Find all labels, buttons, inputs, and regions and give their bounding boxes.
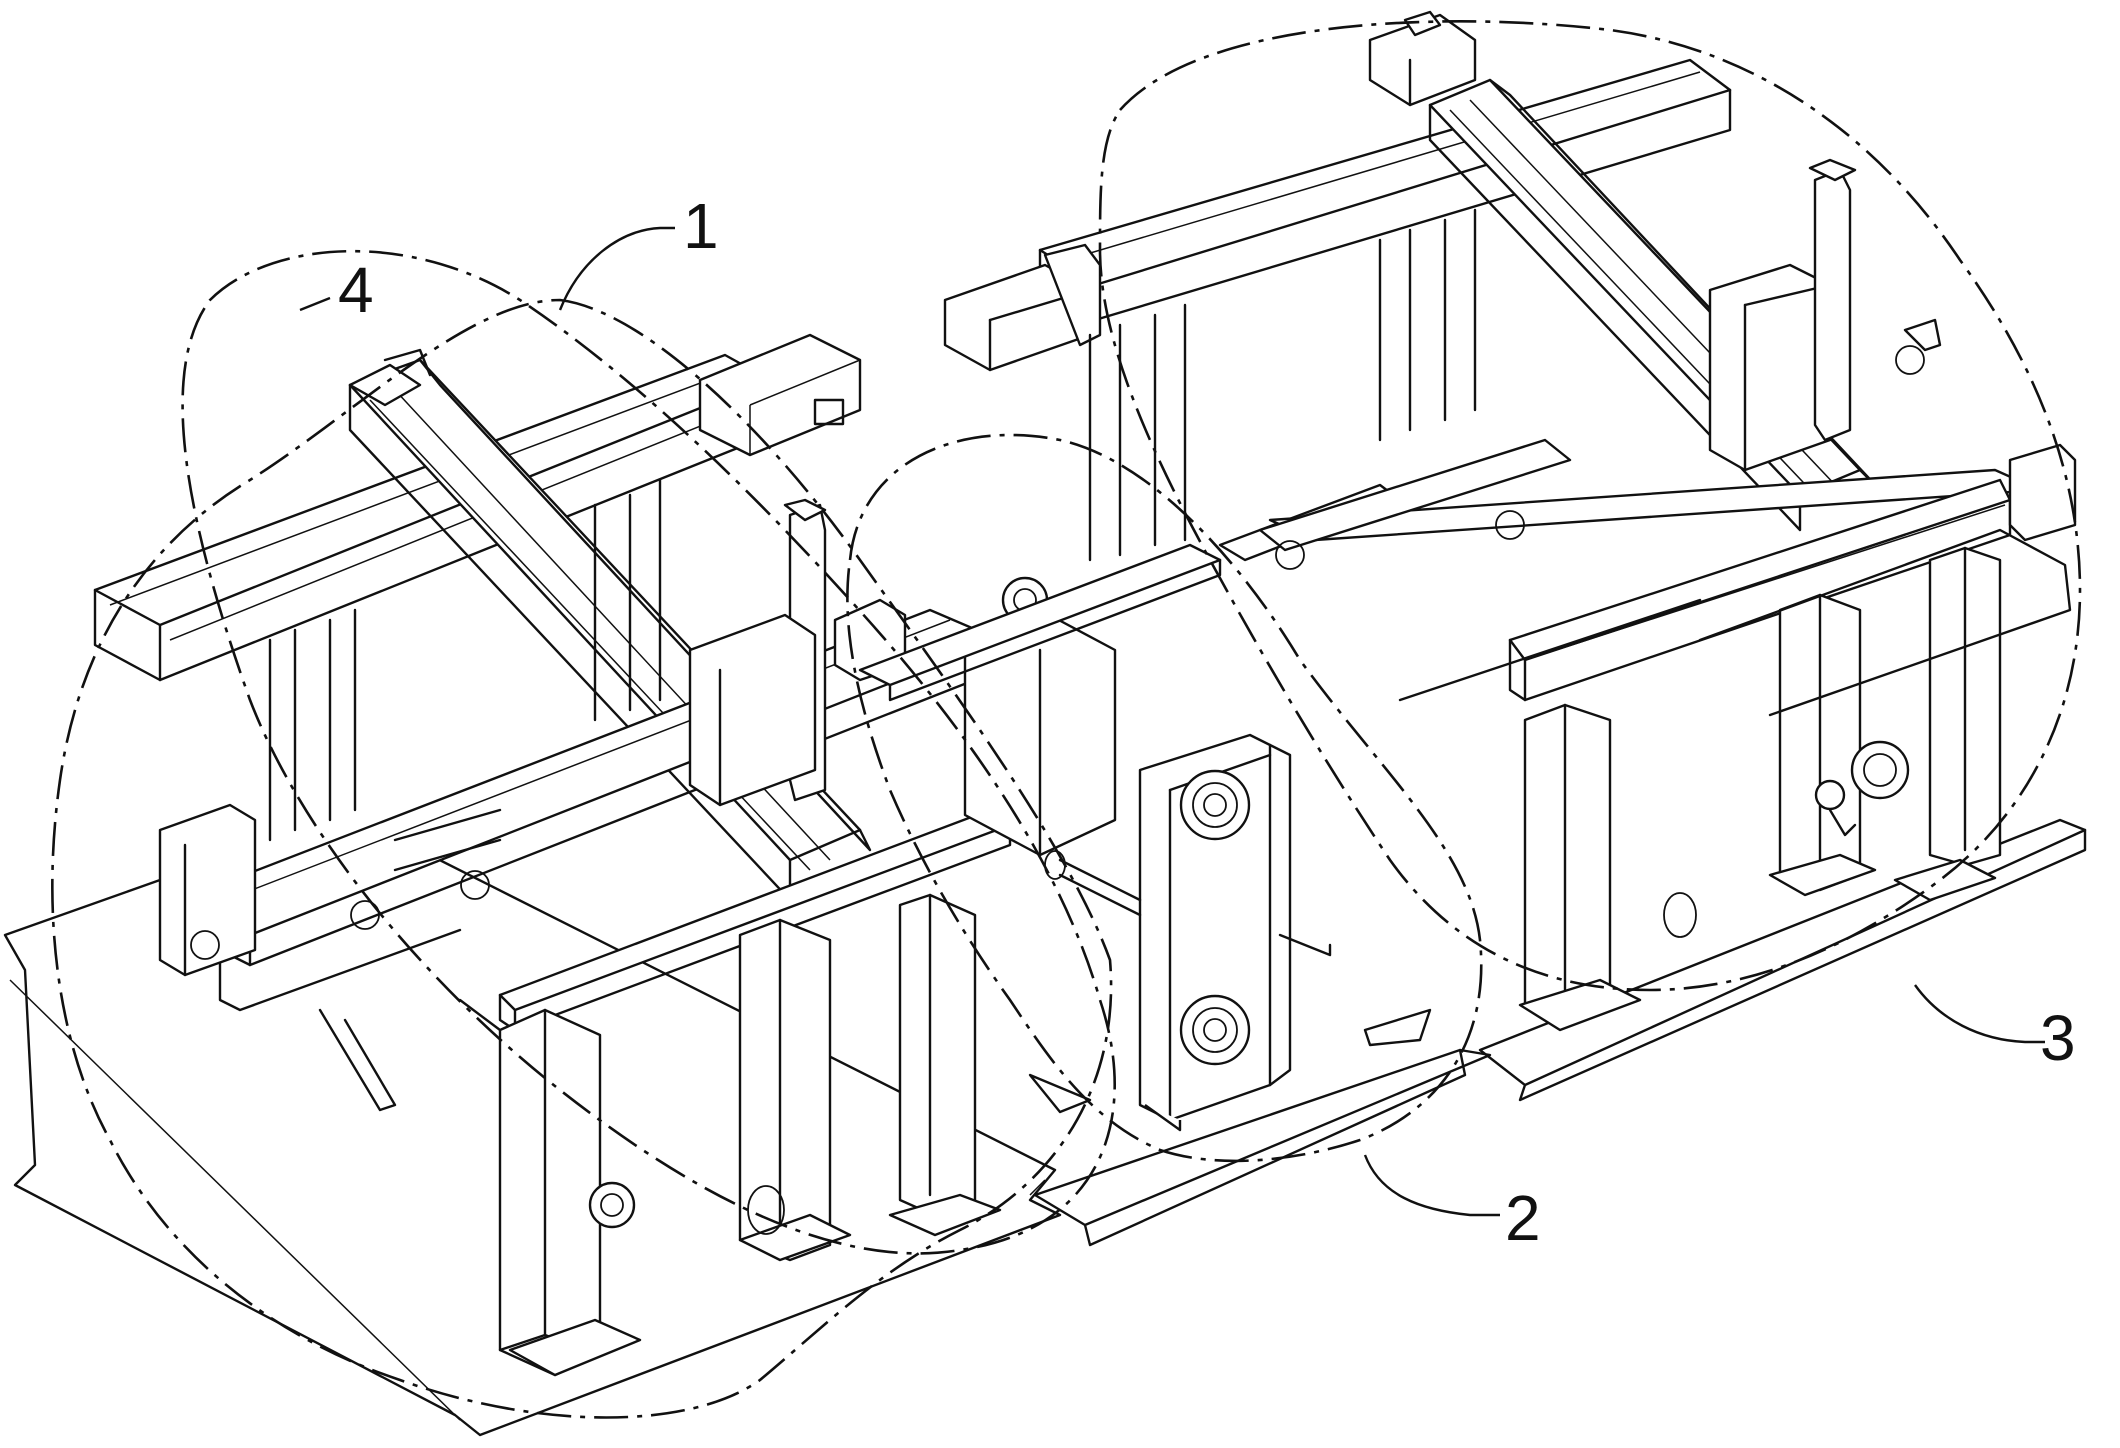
boundary-region-4 — [181, 249, 1116, 1255]
boundary-region-3 — [1098, 20, 2082, 992]
boundary-region-1 — [51, 298, 1113, 1419]
number-labels: 1 4 2 3 — [338, 190, 2076, 1254]
leader-1 — [558, 226, 675, 311]
base-plate-right — [1363, 818, 2087, 1102]
leader-4 — [299, 296, 331, 312]
base-plate-middle — [1028, 1048, 1492, 1247]
boundary-region-2 — [846, 433, 1483, 1163]
leader-2 — [1363, 1154, 1500, 1217]
leader-lines — [299, 226, 2045, 1217]
dashed-boundaries — [51, 20, 2082, 1419]
label-4: 4 — [338, 254, 374, 326]
label-3: 3 — [2040, 1002, 2076, 1074]
module-2-unit — [688, 483, 1402, 1132]
leader-3 — [1914, 984, 2045, 1044]
label-2: 2 — [1505, 1182, 1541, 1254]
module-3-gantry — [943, 10, 2077, 1032]
label-1: 1 — [683, 190, 719, 262]
